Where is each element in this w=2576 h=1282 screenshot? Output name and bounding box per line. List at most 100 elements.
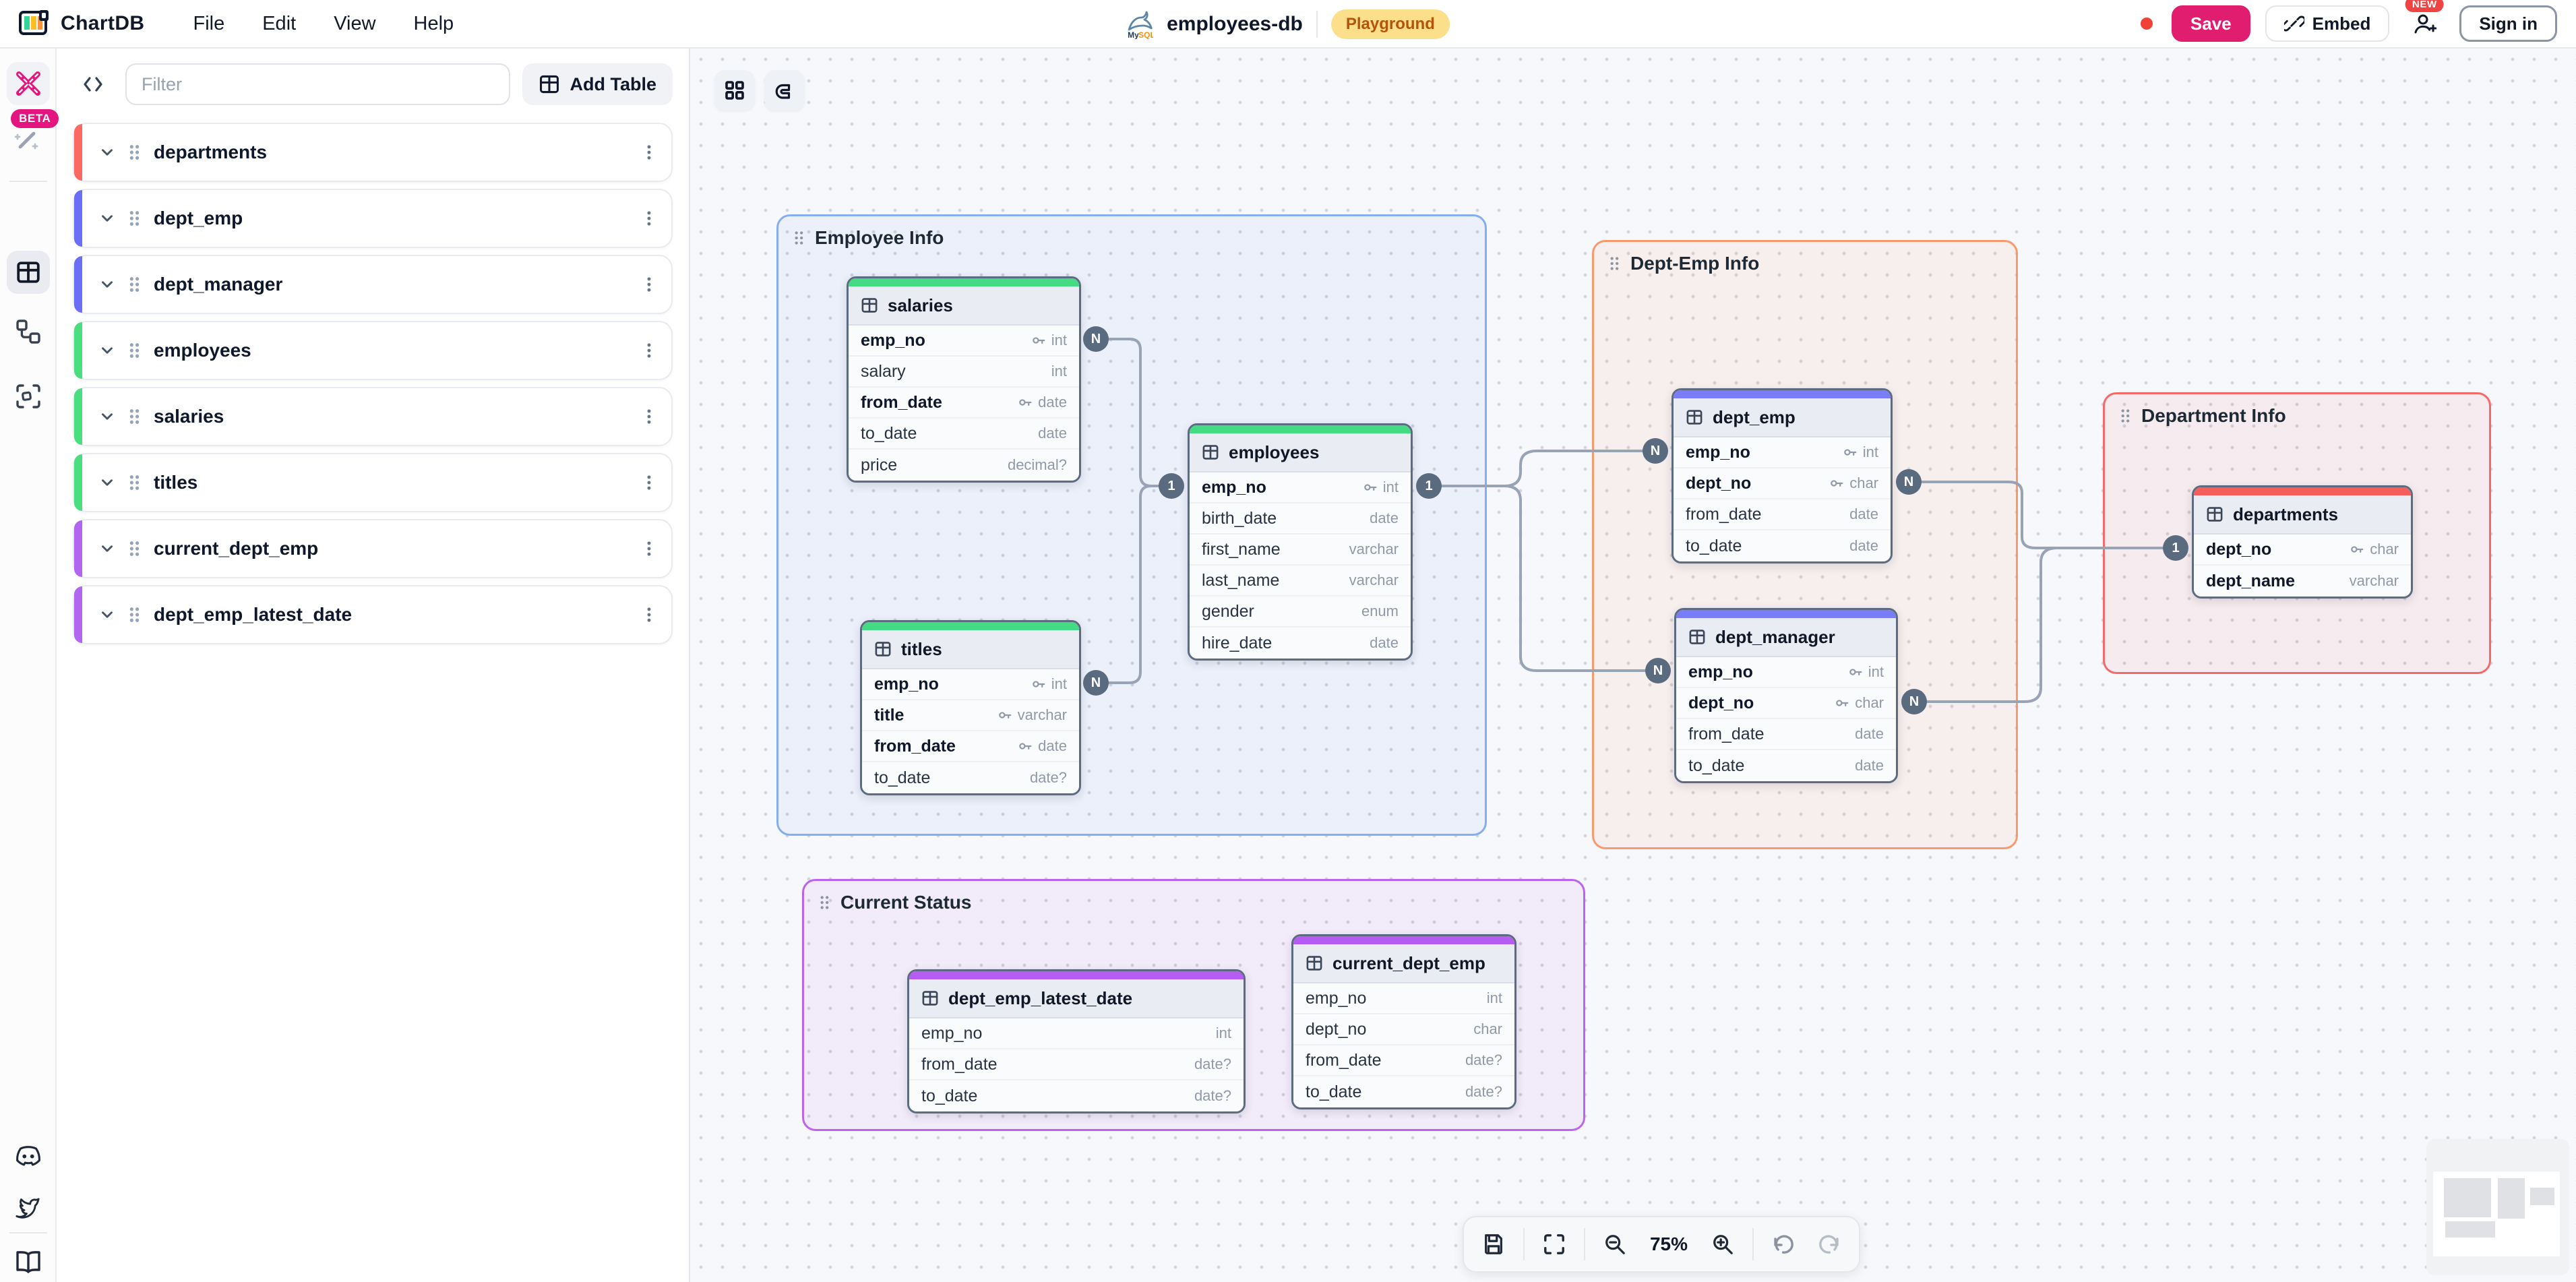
sidebar-item-dept-emp-latest-date[interactable]: dept_emp_latest_date [73, 585, 673, 644]
drag-handle-icon[interactable] [1607, 254, 1621, 273]
kebab-menu-icon[interactable] [640, 142, 658, 162]
cardinality-badge-employees-left-1[interactable]: 1 [1159, 473, 1184, 499]
table-header[interactable]: titles [862, 630, 1079, 669]
menu-file[interactable]: File [193, 12, 225, 34]
cardinality-badge-dept-manager-n[interactable]: N [1645, 658, 1671, 683]
drag-handle-icon[interactable] [792, 228, 805, 247]
invite-user-button[interactable]: NEW [2404, 0, 2445, 44]
chevron-down-icon[interactable] [98, 144, 116, 161]
area-label[interactable]: Employee Info [792, 227, 944, 249]
table-header[interactable]: dept_manager [1676, 618, 1896, 657]
add-table-button[interactable]: Add Table [522, 63, 673, 105]
rail-docs-button[interactable] [7, 1240, 50, 1282]
drag-handle-icon[interactable] [127, 472, 142, 493]
menu-edit[interactable]: Edit [262, 12, 297, 34]
drag-handle-icon[interactable] [2118, 406, 2132, 425]
kebab-menu-icon[interactable] [640, 539, 658, 559]
undo-button[interactable] [1762, 1223, 1805, 1266]
save-button[interactable]: Save [2171, 5, 2250, 42]
cardinality-badge-employees-right-1[interactable]: 1 [1416, 473, 1442, 499]
fit-view-button[interactable] [1533, 1223, 1576, 1266]
drag-handle-icon[interactable] [127, 208, 142, 228]
area-label[interactable]: Dept-Emp Info [1607, 253, 1759, 274]
zoom-in-button[interactable] [1701, 1223, 1744, 1266]
cardinality-badge-dept-emp-right-n[interactable]: N [1896, 469, 1922, 495]
sidebar-item-titles[interactable]: titles [73, 453, 673, 512]
cardinality-badge-salaries-n[interactable]: N [1083, 326, 1109, 352]
chevron-down-icon[interactable] [98, 408, 116, 425]
sidebar-item-employees[interactable]: employees [73, 321, 673, 380]
diagram-canvas[interactable]: Employee Info Dept-Emp Info Department I… [690, 49, 2576, 1282]
show-all-tool-button[interactable] [714, 70, 755, 111]
chevron-down-icon[interactable] [98, 210, 116, 227]
rail-twitter-link[interactable] [7, 1186, 50, 1229]
kebab-menu-icon[interactable] [640, 472, 658, 493]
kebab-menu-icon[interactable] [640, 340, 658, 361]
diagram-name[interactable]: employees-db [1167, 13, 1303, 35]
chevron-down-icon[interactable] [98, 606, 116, 623]
cardinality-badge-dept-emp-n[interactable]: N [1643, 438, 1668, 464]
table-header[interactable]: dept_emp_latest_date [909, 979, 1244, 1018]
sidebar-item-salaries[interactable]: salaries [73, 387, 673, 446]
kebab-menu-icon[interactable] [640, 274, 658, 295]
menu-view[interactable]: View [334, 12, 376, 34]
view-code-button[interactable] [73, 64, 113, 104]
chevron-down-icon[interactable] [98, 540, 116, 557]
cardinality-badge-dept-manager-right-n[interactable]: N [1901, 689, 1927, 714]
chartdb-pink-logo-button[interactable] [7, 62, 50, 105]
sidebar-item-departments[interactable]: departments [73, 123, 673, 182]
sign-in-button[interactable]: Sign in [2459, 5, 2557, 42]
drag-handle-icon[interactable] [818, 893, 831, 912]
cardinality-badge-departments-1[interactable]: 1 [2163, 535, 2188, 561]
kebab-menu-icon[interactable] [640, 406, 658, 427]
drag-handle-icon[interactable] [127, 274, 142, 295]
app-brand[interactable]: ChartDB [19, 9, 144, 38]
drag-handle-icon[interactable] [127, 406, 142, 427]
area-label[interactable]: Current Status [818, 892, 971, 913]
drag-handle-icon[interactable] [127, 142, 142, 162]
drag-handle-icon[interactable] [127, 340, 142, 361]
minimap[interactable] [2426, 1139, 2569, 1275]
rail-relationships-tool[interactable] [7, 310, 50, 353]
chevron-down-icon[interactable] [98, 342, 116, 359]
chevron-down-icon[interactable] [98, 276, 116, 293]
chevron-down-icon[interactable] [98, 474, 116, 491]
area-label[interactable]: Department Info [2118, 405, 2286, 427]
rail-dependencies-tool[interactable] [7, 375, 50, 418]
redo-button[interactable] [1808, 1223, 1851, 1266]
zoom-level-label[interactable]: 75% [1649, 1233, 1688, 1254]
sidebar-item-dept-manager[interactable]: dept_manager [73, 255, 673, 314]
zoom-out-button[interactable] [1593, 1223, 1636, 1266]
table-header[interactable]: employees [1190, 433, 1411, 472]
table-header[interactable]: salaries [849, 286, 1079, 326]
kebab-menu-icon[interactable] [640, 605, 658, 625]
